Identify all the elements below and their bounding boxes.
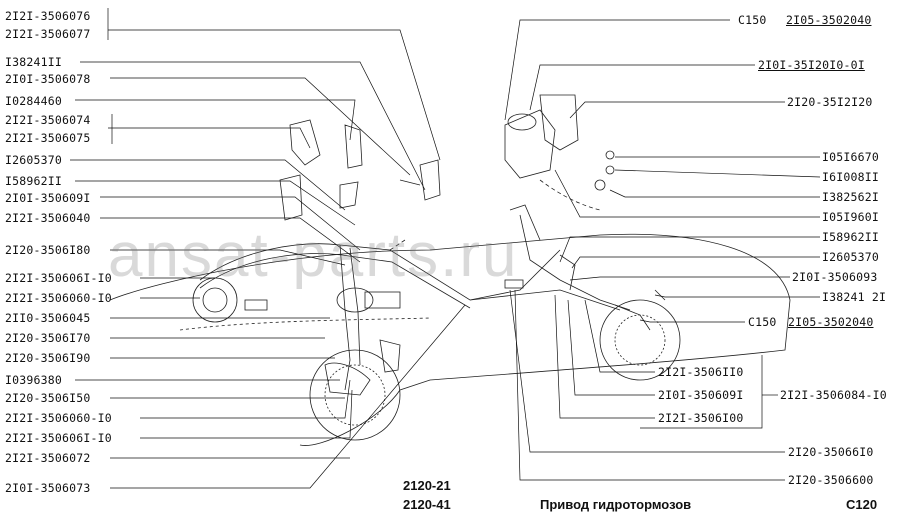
part-label: 2I0I-35I20I0-0I [758,58,865,72]
page-code: C120 [846,497,878,512]
part-label: 2I2I-3506084-I0 [780,388,887,402]
part-label: 2I2I-3506II0 [658,365,744,379]
part-label: 2I20-35I2I20 [787,95,873,109]
part-label: 2I20-3506I80 [5,243,91,257]
part-label: 2I20-3506I90 [5,351,91,365]
part-label: 2I05-3502040 [786,13,872,27]
part-label: 2I2I-3506074 [5,113,91,127]
watermark: ansat-parts.ru [108,221,519,290]
part-label: 2I20-35066I0 [788,445,874,459]
part-label: 2I2I-3506072 [5,451,91,465]
part-code-c150: C150 [738,13,767,27]
part-label: 2I20-3506I70 [5,331,91,345]
part-label: I2605370 [822,250,879,264]
part-label: I05I960I [822,210,879,224]
part-label: I0284460 [5,94,62,108]
part-label: 2I05-3502040 [788,315,874,329]
part-label: 2I20-3506I50 [5,391,91,405]
part-label: 2I2I-3506060-I0 [5,291,112,305]
part-label: 2I20-3506600 [788,473,874,487]
part-label: I382562I [822,190,879,204]
part-label: 2I2I-350606I-I0 [5,431,112,445]
part-label: 2I2I-3506076 [5,9,91,23]
part-label: 2I0I-350609I [5,191,91,205]
part-label: 2I2I-3506077 [5,27,91,41]
part-label: I58962II [822,230,879,244]
part-label: I2605370 [5,153,62,167]
part-code-c150: C150 [748,315,777,329]
part-label: I05I6670 [822,150,879,164]
part-label: 2I0I-350609I [658,388,744,402]
part-label: I38241II [5,55,62,69]
part-label: 2II0-3506045 [5,311,91,325]
model-code: 2120-21 [403,478,451,493]
model-code: 2120-41 [403,497,451,512]
part-label: 2I2I-3506040 [5,211,91,225]
part-label: I38241 2I [822,290,887,304]
part-label: 2I2I-3506060-I0 [5,411,112,425]
part-label: I58962II [5,174,62,188]
part-label: 2I0I-3506073 [5,481,91,495]
part-label: I0396380 [5,373,62,387]
part-label: 2I2I-3506I00 [658,411,744,425]
part-label: 2I2I-3506075 [5,131,91,145]
part-label: 2I0I-3506093 [792,270,878,284]
part-label: I6I008II [822,170,879,184]
part-label: 2I2I-350606I-I0 [5,271,112,285]
part-label: 2I0I-3506078 [5,72,91,86]
diagram-title: Привод гидротормозов [540,497,692,512]
